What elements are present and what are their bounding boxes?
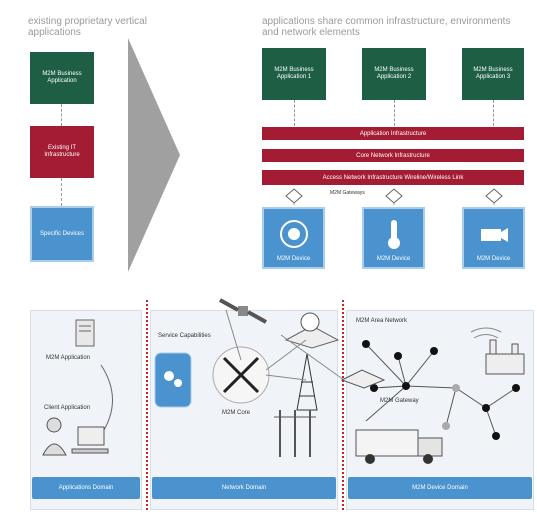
truck-icon — [355, 429, 443, 464]
service-capabilities-box — [154, 352, 192, 408]
core-network-bar: Core Network Infrastructure — [262, 149, 524, 162]
applications-domain-label: Applications Domain — [32, 477, 140, 499]
m2m-gateway-icon — [340, 369, 386, 389]
client-application-label: Client Application — [44, 405, 91, 411]
network-domain-label: Network Domain — [152, 477, 336, 499]
connector — [61, 104, 62, 126]
meter-icon — [279, 220, 308, 248]
m2m-gateway-label: M2M Gateway — [380, 398, 419, 404]
dish-antenna-icon — [284, 312, 340, 349]
connector — [61, 178, 62, 206]
transition-arrow — [128, 38, 180, 272]
right-caption: applications share common infrastructure… — [262, 16, 511, 38]
app-2-box: M2M Business Application 2 — [362, 48, 426, 100]
domain-divider — [342, 300, 344, 510]
power-lines-icon — [274, 410, 316, 457]
legacy-devices-box: Specific Devices — [30, 206, 94, 262]
gateway-row — [285, 188, 503, 208]
user-workstation-icon — [42, 417, 109, 456]
legacy-infra-box: Existing IT Infrastructure — [30, 126, 94, 178]
server-icon — [75, 319, 95, 347]
cell-tower-icon — [296, 353, 318, 411]
device-domain-label: M2M Device Domain — [348, 477, 532, 499]
m2m-application-label: M2M Application — [46, 355, 91, 361]
app-1-box: M2M Business Application 1 — [262, 48, 326, 100]
service-capabilities-label: Service Capabilities — [158, 333, 211, 339]
app-3-box: M2M Business Application 3 — [462, 48, 524, 100]
network-links — [225, 309, 345, 381]
camera-icon — [480, 228, 508, 242]
device-label: M2M Device — [476, 256, 511, 262]
device-label: M2M Device — [276, 256, 311, 262]
device-2: M2M Device — [362, 207, 425, 269]
device-3: M2M Device — [462, 207, 525, 269]
thermometer-icon — [387, 220, 400, 249]
factory-icon — [485, 339, 525, 375]
device-1: M2M Device — [262, 207, 325, 269]
area-network-graph — [362, 327, 520, 440]
device-label: M2M Device — [376, 256, 411, 262]
access-network-bar: Access Network Infrastructure Wireline/W… — [262, 170, 524, 185]
legacy-app-box: M2M Business Application — [30, 52, 94, 104]
domain-divider — [146, 300, 148, 510]
satellite-icon — [219, 298, 267, 324]
left-caption: existing proprietary vertical applicatio… — [28, 16, 147, 38]
application-infrastructure-bar: Application Infrastructure — [262, 127, 524, 140]
loop-arrow — [100, 364, 113, 436]
connector — [294, 100, 295, 126]
connector — [493, 100, 494, 126]
connector — [394, 100, 395, 126]
gateway-label: M2M Gateways — [330, 190, 365, 196]
m2m-core-label: M2M Core — [222, 410, 251, 416]
area-network-label: M2M Area Network — [356, 318, 408, 324]
device-domain-panel — [346, 310, 534, 510]
